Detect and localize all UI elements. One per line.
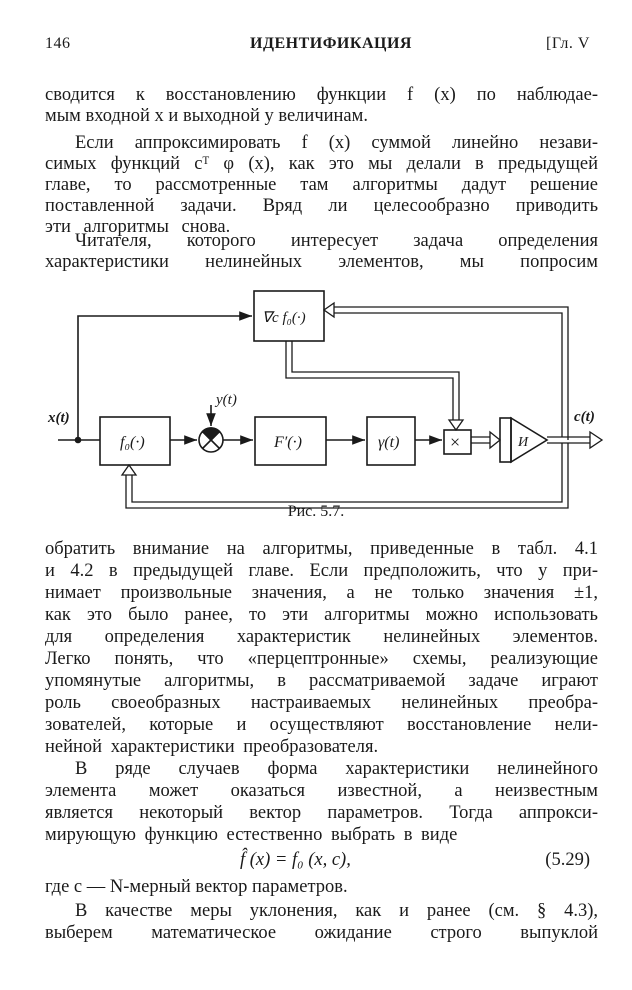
integrator-label: И bbox=[517, 435, 529, 450]
text-line: элемента может оказаться известной, а не… bbox=[45, 781, 598, 801]
text-line: мым входной x и выходной y величинам. bbox=[45, 106, 368, 126]
text-line: и 4.2 в предыдущей главе. Если предполож… bbox=[45, 561, 598, 581]
text-line: поставленной задачи. Вряд ли целесообраз… bbox=[45, 196, 598, 216]
text-line: упомянутые алгоритмы, в рассматриваемой … bbox=[45, 671, 598, 691]
f0-label: f₀(·) bbox=[120, 434, 145, 451]
text-line: зователей, которые и осуществляют восста… bbox=[45, 715, 598, 735]
text-line: нимает произвольные значения, а не тольк… bbox=[45, 583, 598, 603]
page-number: 146 bbox=[45, 35, 71, 52]
text-line: обратить внимание на алгоритмы, приведен… bbox=[45, 539, 598, 559]
text-line: характеристики нелинейных элементов, мы … bbox=[45, 252, 598, 272]
summer-fill bbox=[201, 427, 221, 442]
f0-block bbox=[99, 416, 171, 466]
equation-number: (5.29) bbox=[545, 850, 590, 870]
text-line: нейной характеристики преобразователя. bbox=[45, 737, 379, 757]
running-title: ИДЕНТИФИКАЦИЯ bbox=[250, 35, 412, 52]
gamma-label: γ(t) bbox=[378, 434, 399, 451]
fprime-label: F′(·) bbox=[273, 434, 302, 451]
text-line: роль своеобразных настраиваемых нелинейн… bbox=[45, 693, 598, 713]
text-line: симых функций cᵀ φ (x), как это мы делал… bbox=[45, 154, 598, 174]
equation-formula: f̂ (x) = f₀ (x, c), bbox=[240, 850, 351, 870]
multiply-label: × bbox=[450, 432, 460, 452]
text-line: выберем математическое ожидание строго в… bbox=[45, 923, 598, 943]
chapter-marker: [Гл. V bbox=[546, 35, 590, 52]
multiplier-block bbox=[443, 429, 472, 455]
text-line: является некоторый вектор параметров. То… bbox=[45, 803, 598, 823]
text-line: главе, то рассмотренные там алгоритмы да… bbox=[45, 175, 598, 195]
integrator-body bbox=[499, 417, 512, 463]
figure-caption: Рис. 5.7. bbox=[287, 503, 345, 520]
text-line: В качестве меры уклонения, как и ранее (… bbox=[75, 901, 598, 921]
text-line: где c — N-мерный вектор параметров. bbox=[45, 877, 348, 897]
fprime-block bbox=[254, 416, 327, 466]
gradient-block bbox=[253, 290, 325, 342]
integrator-triangle bbox=[510, 416, 549, 464]
text-line: сводится к восстановлению функции f (x) … bbox=[45, 85, 598, 105]
text-line: В ряде случаев форма характеристики нели… bbox=[75, 759, 598, 779]
output-label: c(t) bbox=[574, 409, 595, 425]
gradient-label: ∇c f₀(·) bbox=[262, 310, 306, 326]
text-line: как это было ранее, то эти алгоритмы мож… bbox=[45, 605, 598, 625]
x-branch-line bbox=[77, 311, 252, 440]
text-line: Легко понять, что «перцептронные» схемы,… bbox=[45, 649, 598, 669]
gamma-block bbox=[366, 416, 416, 466]
text-line: эти алгоритмы снова. bbox=[45, 217, 231, 237]
block-diagram: x(t) f₀(·) y(t) F′(·) γ(t) × И c(t) ∇c f… bbox=[47, 290, 604, 509]
text-line: мирующую функцию естественно выбрать в в… bbox=[45, 825, 458, 845]
y-label: y(t) bbox=[214, 392, 237, 408]
text-line: Если аппроксимировать f (x) суммой линей… bbox=[75, 133, 598, 153]
text-line: Читателя, которого интересует задача опр… bbox=[75, 231, 598, 251]
input-label: x(t) bbox=[47, 410, 70, 426]
text-line: для определения характеристик нелинейных… bbox=[45, 627, 598, 647]
